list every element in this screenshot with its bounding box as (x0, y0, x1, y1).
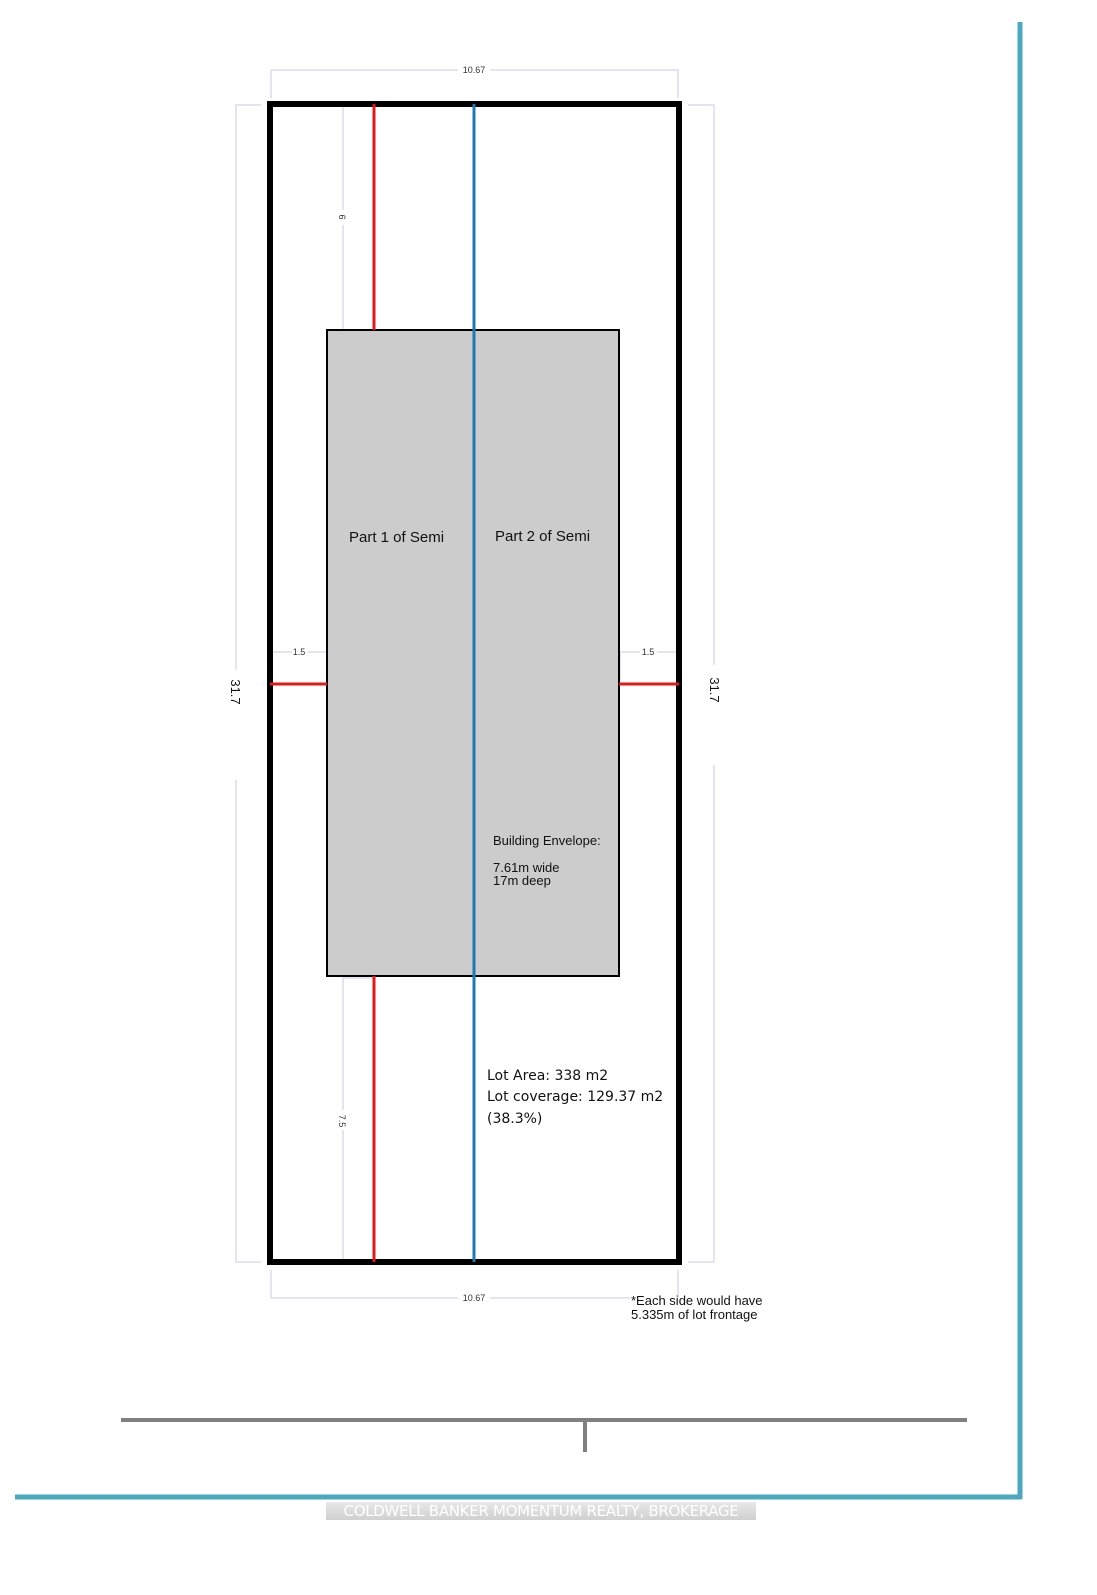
left-depth-label: 31.7 (228, 679, 243, 704)
top-width-label: 10.67 (463, 65, 486, 75)
envelope-width: 7.61m wide (493, 860, 559, 875)
lot-coverage: Lot coverage: 129.37 m2 (487, 1089, 663, 1105)
bottom-width-label: 10.67 (463, 1293, 486, 1303)
right-depth-label: 31.7 (707, 677, 722, 702)
right-side-setback-label: 1.5 (642, 647, 655, 657)
envelope-depth: 17m deep (493, 873, 551, 888)
rear-setback-label: 7.5 (337, 1115, 347, 1128)
frontage-note-line-1: *Each side would have (631, 1293, 763, 1308)
brokerage-watermark: COLDWELL BANKER MOMENTUM REALTY, BROKERA… (326, 1502, 756, 1520)
front-setback-label: 6 (337, 214, 347, 219)
left-side-setback-label: 1.5 (293, 647, 306, 657)
frontage-note-line-2: 5.335m of lot frontage (631, 1307, 757, 1322)
lot-area: Lot Area: 338 m2 (487, 1068, 608, 1084)
part-2-label: Part 2 of Semi (495, 528, 590, 545)
part-1-label: Part 1 of Semi (349, 529, 444, 546)
envelope-title: Building Envelope: (493, 833, 601, 848)
coverage-percent: (38.3%) (487, 1111, 542, 1127)
